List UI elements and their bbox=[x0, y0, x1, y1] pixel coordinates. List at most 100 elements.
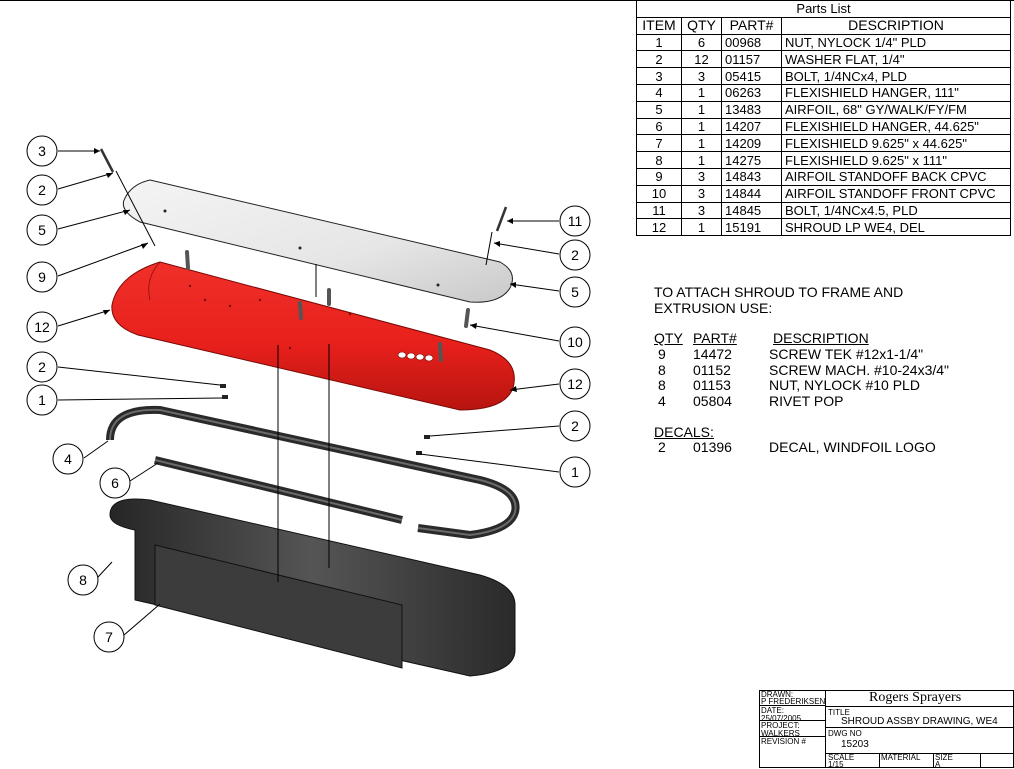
extrusion-header-row: QTY PART# DESCRIPTION bbox=[654, 330, 1004, 346]
nuts-washers bbox=[220, 384, 430, 455]
revision-label: REVISION # bbox=[761, 737, 806, 746]
airfoil-part bbox=[122, 179, 513, 303]
dwg-label: DWG NO bbox=[828, 729, 862, 738]
cell-part: 14207 bbox=[721, 117, 782, 136]
balloon-label: 1 bbox=[571, 464, 579, 480]
divider bbox=[759, 705, 826, 706]
cell-description: AIRFOIL, 68" GY/WALK/FY/FM bbox=[781, 100, 1011, 119]
divider bbox=[759, 736, 826, 737]
balloon-label: 2 bbox=[571, 247, 579, 263]
row-description: DECAL, WINDFOIL LOGO bbox=[769, 439, 936, 455]
cell-description: AIRFOIL STANDOFF BACK CPVC bbox=[781, 167, 1011, 186]
row-qty: 2 bbox=[658, 439, 666, 455]
drawn-value: P FREDERIKSEN bbox=[761, 697, 826, 706]
cell-item: 1 bbox=[636, 33, 682, 52]
balloon-label: 7 bbox=[105, 629, 113, 645]
cell-qty: 3 bbox=[681, 167, 722, 186]
balloon-label: 12 bbox=[34, 319, 50, 335]
balloon: 1 bbox=[559, 456, 591, 488]
company-name: Rogers Sprayers bbox=[869, 690, 962, 705]
cell-description: BOLT, 1/4NCx4, PLD bbox=[781, 67, 1011, 85]
title-label: TITLE bbox=[828, 708, 850, 717]
balloon: 2 bbox=[559, 410, 591, 442]
material-label: MATERIAL bbox=[881, 753, 921, 762]
cell-item: 8 bbox=[636, 151, 682, 169]
cell-description: SHROUD LP WE4, DEL bbox=[781, 218, 1011, 237]
balloon-label: 2 bbox=[571, 418, 579, 434]
cell-description: FLEXISHIELD 9.625" x 44.625" bbox=[781, 134, 1011, 153]
row-part: 14472 bbox=[693, 346, 732, 362]
balloon: 6 bbox=[99, 467, 131, 499]
cell-part: 13483 bbox=[721, 100, 782, 119]
balloon-label: 3 bbox=[38, 143, 46, 159]
cell-qty: 1 bbox=[681, 83, 722, 102]
cell-qty: 12 bbox=[681, 50, 722, 69]
cell-qty: 6 bbox=[681, 33, 722, 52]
cell-qty: 3 bbox=[681, 184, 722, 203]
balloon-label: 4 bbox=[64, 451, 72, 467]
size-label: SIZE bbox=[935, 753, 953, 762]
project-label: PROJECT: bbox=[761, 721, 800, 730]
cell-qty: 1 bbox=[681, 134, 722, 153]
assembly-lines bbox=[115, 170, 493, 582]
attach-note-line: TO ATTACH SHROUD TO FRAME AND bbox=[654, 284, 904, 300]
bolts bbox=[99, 148, 508, 232]
row-description: RIVET POP bbox=[769, 392, 844, 409]
cell-item: 10 bbox=[636, 184, 682, 203]
cell-item: 7 bbox=[636, 134, 682, 153]
cell-part: 00968 bbox=[721, 33, 782, 52]
size-value: A bbox=[935, 760, 941, 769]
cell-description: NUT, NYLOCK 1/4" PLD bbox=[781, 33, 1011, 52]
cell-qty: 1 bbox=[681, 100, 722, 119]
cell-description: FLEXISHIELD HANGER, 44.625" bbox=[781, 117, 1011, 136]
extrusion-header-part: PART# bbox=[693, 330, 737, 346]
row-qty: 8 bbox=[658, 377, 666, 393]
shroud-part bbox=[111, 261, 515, 411]
cell-qty: 1 bbox=[681, 151, 722, 169]
row-part: 01396 bbox=[693, 439, 732, 455]
cell-qty: 3 bbox=[681, 67, 722, 85]
row-description: NUT, NYLOCK #10 PLD bbox=[769, 377, 920, 393]
title-block: DRAWN: P FREDERIKSEN DATE: 25/07/2005 PR… bbox=[759, 690, 1014, 769]
header-qty: QTY bbox=[681, 16, 722, 35]
cell-part: 01157 bbox=[721, 50, 782, 69]
row-description: SCREW TEK #12x1-1/4" bbox=[769, 346, 924, 362]
cell-item: 11 bbox=[636, 201, 682, 220]
leader-lines bbox=[57, 150, 560, 636]
cell-description: WASHER FLAT, 1/4" bbox=[781, 50, 1011, 69]
balloon: 5 bbox=[559, 276, 591, 308]
drawn-label: DRAWN: bbox=[761, 690, 794, 699]
balloon: 2 bbox=[26, 174, 58, 206]
header-part: PART# bbox=[721, 16, 782, 35]
balloon-label: 2 bbox=[38, 359, 46, 375]
flexishield-44-part bbox=[154, 544, 403, 669]
balloon: 11 bbox=[559, 205, 591, 237]
cell-item: 5 bbox=[636, 100, 682, 119]
balloon: 5 bbox=[26, 214, 58, 246]
cell-qty: 3 bbox=[681, 201, 722, 220]
cell-description: FLEXISHIELD HANGER, 111" bbox=[781, 83, 1011, 102]
item-balloons: 3 2 5 9 12 2 1 4 6 8 7 11 2 5 10 12 2 1 bbox=[26, 135, 591, 653]
parts-list-title: Parts List bbox=[636, 0, 1011, 18]
balloon-label: 11 bbox=[568, 213, 583, 229]
cell-item: 2 bbox=[636, 50, 682, 69]
balloon-label: 1 bbox=[38, 392, 46, 408]
date-value: 25/07/2005 bbox=[761, 714, 802, 723]
